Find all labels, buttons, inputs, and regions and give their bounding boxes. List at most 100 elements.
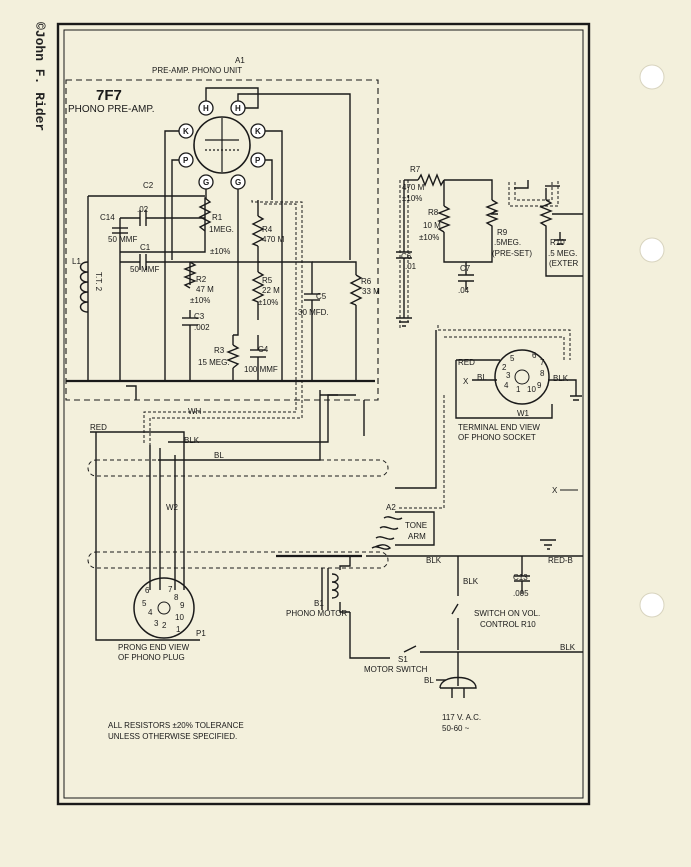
c6-value: .01 <box>405 262 417 271</box>
pin-h-label: H <box>235 104 241 113</box>
plug-ref: P1 <box>196 629 206 638</box>
r4-value: 470 M <box>262 235 285 244</box>
tone-arm-label-1: TONE <box>405 521 427 530</box>
r3-ref: R3 <box>214 346 225 355</box>
punch-hole <box>639 592 665 618</box>
motor-blk-label: BLK <box>426 556 442 565</box>
c14-value: 50 MMF <box>108 235 137 244</box>
r10-ref: R10 <box>550 238 565 247</box>
plug-caption-1: PRONG END VIEW <box>118 643 190 652</box>
socket-caption-1: TERMINAL END VIEW <box>458 423 540 432</box>
vol-switch-label-1: SWITCH ON VOL. <box>474 609 540 618</box>
tolerance-note-2: UNLESS OTHERWISE SPECIFIED. <box>108 732 237 741</box>
l1-value: T.T. 2 <box>94 272 103 292</box>
r2-tolerance: ±10% <box>190 296 210 305</box>
unit-ref-label: A1 <box>235 56 245 65</box>
socket-caption-2: OF PHONO SOCKET <box>458 433 536 442</box>
c2-ref: C2 <box>143 181 154 190</box>
x-marker: X <box>552 486 558 495</box>
vol-switch-label-2: CONTROL R10 <box>480 620 536 629</box>
pin-p-label: P <box>255 156 261 165</box>
r7-value: 470 M <box>402 183 425 192</box>
r1-ref: R1 <box>212 213 223 222</box>
plug-pin: 7 <box>168 585 173 594</box>
c4-ref: C4 <box>258 345 269 354</box>
pin-g-label: G <box>203 178 209 187</box>
plug-caption-2: OF PHONO PLUG <box>118 653 185 662</box>
socket-pin: 2 <box>502 363 507 372</box>
shielded-leads <box>143 180 571 509</box>
wire-red: RED <box>90 423 107 432</box>
wire-blk-socket: BLK <box>553 374 569 383</box>
power-bl: BL <box>424 676 434 685</box>
r8-value: 10 M <box>423 221 441 230</box>
r7-tolerance: ±10% <box>402 194 422 203</box>
page-frame <box>56 22 591 806</box>
wire-red-b: RED-B <box>548 556 573 565</box>
r1-tolerance: ±10% <box>210 247 230 256</box>
r9-ref: R9 <box>497 228 508 237</box>
tube-type-label: 7F7 <box>96 87 122 104</box>
c5-ref: C5 <box>316 292 327 301</box>
r7-ref: R7 <box>410 165 421 174</box>
plug-pin: 6 <box>145 586 150 595</box>
socket-pin: 7 <box>540 358 545 367</box>
plug-pin: 3 <box>154 619 159 628</box>
tone-arm-ref: A2 <box>386 503 396 512</box>
c7-ref: C7 <box>460 264 471 273</box>
c1-ref: C1 <box>140 243 151 252</box>
r9-value: .5MEG. <box>494 238 521 247</box>
pin-k-label: K <box>183 127 189 136</box>
power-label-1: 117 V. A.C. <box>442 713 481 722</box>
c13-value: .005 <box>513 589 529 598</box>
c7-value: .04 <box>458 286 470 295</box>
r6-value: 33 M <box>362 287 380 296</box>
c2-value: .02 <box>137 205 149 214</box>
socket-pin: 10 <box>527 385 536 394</box>
plug-pin: 9 <box>180 601 185 610</box>
r3-value: 15 MEG. <box>198 358 230 367</box>
socket-pin: 9 <box>537 381 542 390</box>
r4-ref: R4 <box>262 225 273 234</box>
plug-pin: 2 <box>162 621 167 630</box>
socket-pin: 6 <box>532 351 537 360</box>
plug-cable <box>87 330 437 641</box>
pin-p-label: P <box>183 156 189 165</box>
phono-socket-w1 <box>455 349 582 419</box>
r9-note: (PRE-SET) <box>492 249 532 258</box>
plug-pin: 10 <box>175 613 184 622</box>
tube-7f7-symbol <box>178 100 266 190</box>
r8-tolerance: ±10% <box>419 233 439 242</box>
punch-hole <box>639 237 665 263</box>
r10-note: (EXTER <box>549 259 579 268</box>
punch-hole <box>639 64 665 90</box>
capacitors-unit <box>112 210 320 358</box>
r5-ref: R5 <box>262 276 273 285</box>
copyright-text: ©John F. Rider <box>32 22 47 131</box>
r5-tolerance: ±10% <box>258 298 278 307</box>
r8-ref: R8 <box>428 208 439 217</box>
resistors-unit <box>183 197 363 369</box>
socket-pin: 1 <box>516 385 521 394</box>
r1-value: 1MEG. <box>209 225 234 234</box>
wire-x: X <box>463 377 469 386</box>
r2-ref: R2 <box>196 275 207 284</box>
r2-value: 47 M <box>196 285 214 294</box>
socket-ref: W1 <box>517 409 530 418</box>
c5-value: 30 MFD. <box>298 308 329 317</box>
wire-blk: BLK <box>184 436 200 445</box>
pin-h-label: H <box>203 104 209 113</box>
socket-pin: 5 <box>510 354 515 363</box>
volume-network <box>396 173 583 327</box>
motor-label: PHONO MOTOR <box>286 609 347 618</box>
tone-arm-label-2: ARM <box>408 532 426 541</box>
pin-k-label: K <box>255 127 261 136</box>
power-label-2: 50-60 ~ <box>442 724 470 733</box>
plug-pin: 1 <box>176 625 181 634</box>
wire-wh: WH <box>188 407 202 416</box>
wire-bl: BL <box>214 451 224 460</box>
c6-ref: C6 <box>401 252 412 261</box>
phono-plug-p1 <box>133 577 195 639</box>
motor-switch-label: MOTOR SWITCH <box>364 665 428 674</box>
